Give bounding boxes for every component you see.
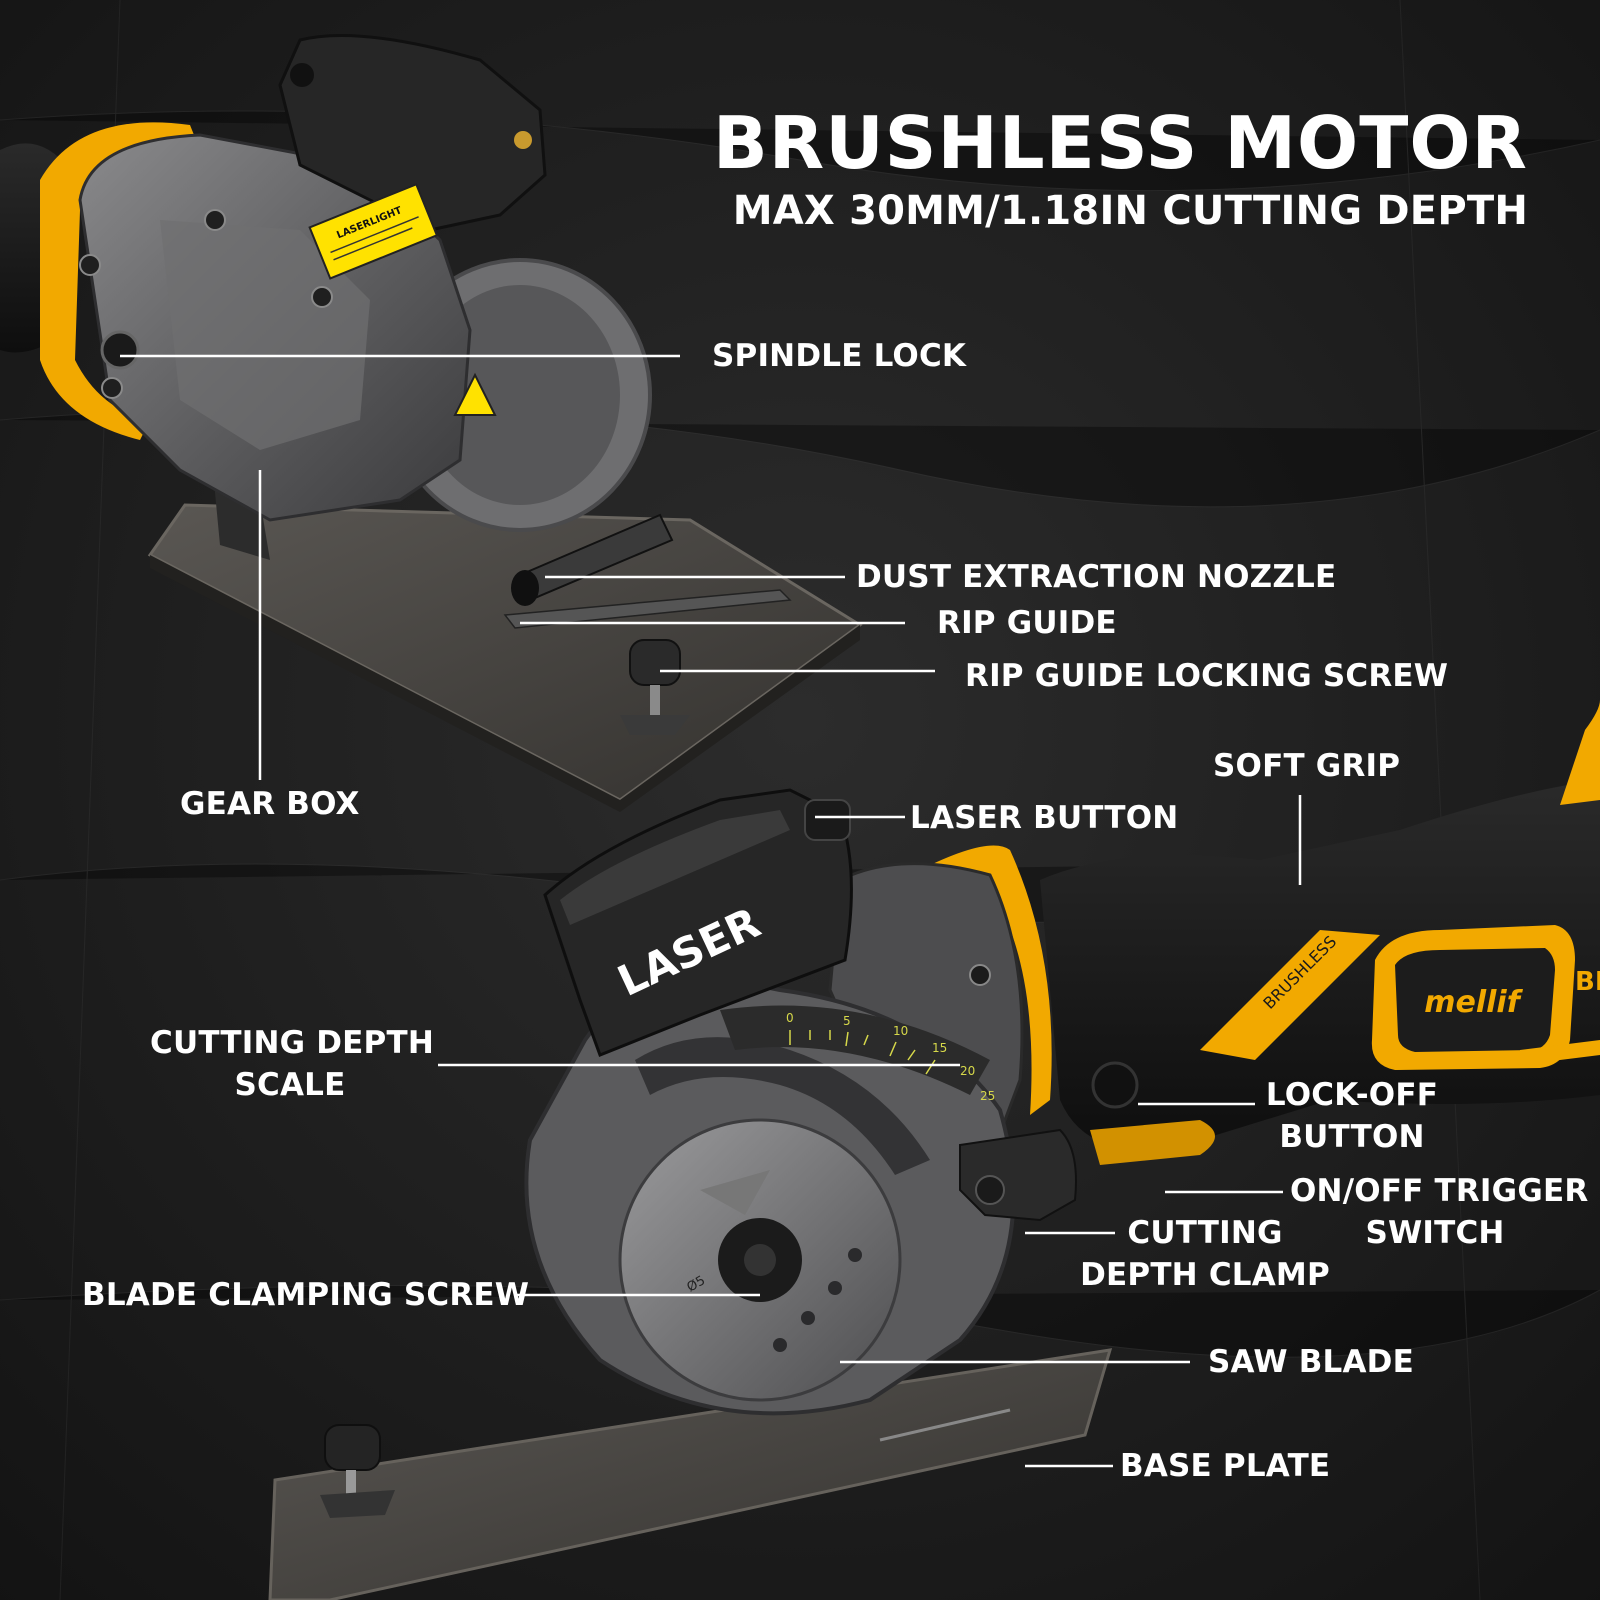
laser-module-top	[560, 810, 790, 925]
cutting-depth-scale	[720, 1005, 990, 1095]
laser-warning-triangle	[453, 372, 497, 416]
top-saw: LASERLIGHT	[0, 34, 863, 812]
depth-scale-ticks: 0 5 10 15 20 25	[786, 1011, 995, 1103]
top-saw-screws	[79, 209, 333, 399]
laser-button	[804, 799, 851, 841]
scale-tick-15: 15	[932, 1041, 947, 1055]
callout-soft-grip: SOFT GRIP	[1213, 748, 1401, 784]
bottom-saw: BRUSHLESS mellif BL Ø5	[268, 700, 1600, 1600]
lock-off-button	[1091, 1061, 1139, 1109]
scale-tick-0: 0	[786, 1011, 794, 1025]
callout-cutting-depth-clamp-line2: DEPTH CLAMP	[1080, 1257, 1330, 1293]
grip-top-accent	[1560, 700, 1600, 805]
callout-saw-blade: SAW BLADE	[1208, 1344, 1414, 1380]
bottom-saw-screw	[969, 964, 991, 986]
grip-partial-text: BL	[1575, 967, 1600, 997]
brand-badge: mellif	[1371, 925, 1575, 1070]
dust-extraction-nozzle	[511, 513, 674, 606]
top-saw-laser-lens	[290, 63, 314, 87]
bottom-saw-rip-knob	[320, 1424, 395, 1518]
callout-rip-guide-locking-screw: RIP GUIDE LOCKING SCREW	[965, 658, 1449, 694]
on-off-trigger	[1090, 1120, 1215, 1165]
callout-base-plate: BASE PLATE	[1120, 1448, 1331, 1484]
callout-blade-clamping-screw: BLADE CLAMPING SCREW	[82, 1277, 530, 1313]
callout-on-off-trigger-line1: ON/OFF TRIGGER	[1290, 1173, 1589, 1209]
rip-guide-locking-screw	[620, 639, 690, 735]
top-saw-laser-connector	[514, 131, 532, 149]
scale-tick-5: 5	[843, 1014, 851, 1028]
page-title: BRUSHLESS MOTOR	[712, 101, 1528, 185]
depth-scale-marks	[789, 1030, 936, 1075]
blade-clamping-screw-hex	[744, 1244, 776, 1276]
top-saw-gearbox-face	[160, 220, 370, 450]
callout-lock-off-button-line1: LOCK-OFF	[1265, 1077, 1439, 1113]
callout-cutting-depth-scale-line2: SCALE	[234, 1067, 346, 1103]
guard-arrow	[700, 1170, 770, 1215]
guard-slot	[635, 1037, 930, 1175]
callout-laser-button: LASER BUTTON	[910, 800, 1179, 836]
top-saw-laser-unit	[278, 34, 547, 232]
cutting-depth-clamp	[959, 1128, 1077, 1222]
callout-spindle-lock: SPINDLE LOCK	[712, 338, 967, 374]
scale-tick-25: 25	[980, 1089, 995, 1103]
rip-guide	[503, 589, 792, 629]
callout-cutting-depth-clamp-line1: CUTTING	[1127, 1215, 1283, 1251]
spindle-lock-button	[100, 330, 140, 370]
bottom-saw-spring	[879, 1408, 1011, 1442]
callout-cutting-depth-scale-line1: CUTTING DEPTH	[150, 1025, 434, 1061]
callout-lock-off-button-line2: BUTTON	[1279, 1119, 1425, 1155]
scale-tick-10: 10	[893, 1024, 908, 1038]
callout-gear-box: GEAR BOX	[180, 786, 360, 822]
saw-blade-holes	[773, 1248, 862, 1352]
callout-rip-guide: RIP GUIDE	[937, 605, 1117, 641]
callout-leader-lines	[120, 354, 1302, 1468]
callout-dust-extraction-nozzle: DUST EXTRACTION NOZZLE	[856, 559, 1337, 595]
cutting-depth-clamp-knob	[975, 1175, 1005, 1205]
grip-side-accent	[1200, 930, 1380, 1060]
page-subtitle: MAX 30MM/1.18IN CUTTING DEPTH	[732, 188, 1528, 234]
brand-logo: mellif	[1424, 985, 1523, 1020]
scale-tick-20: 20	[960, 1064, 975, 1078]
bottom-saw-yellow-collar	[920, 845, 1052, 1115]
bottom-saw-base-plate	[268, 1348, 1113, 1600]
callout-on-off-trigger-line2: SWITCH	[1365, 1215, 1505, 1251]
grip-lower-accent	[1520, 1040, 1600, 1065]
